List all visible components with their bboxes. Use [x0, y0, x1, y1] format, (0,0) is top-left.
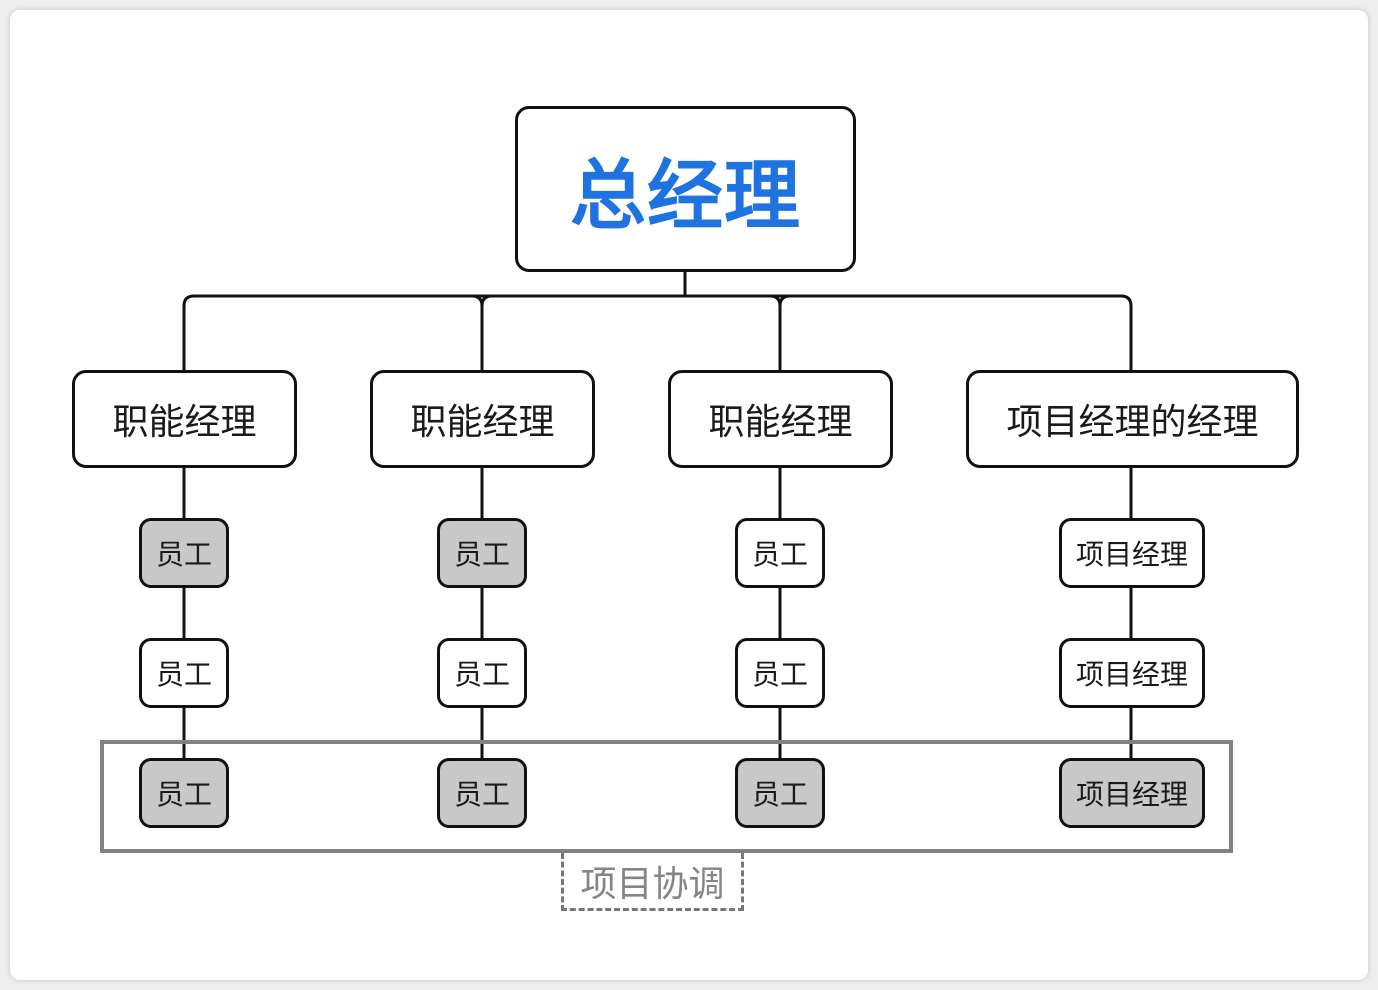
general-manager-node: 总经理: [515, 106, 856, 272]
functional-manager-node-3: 职能经理: [668, 370, 893, 468]
employee-label: 员工: [155, 538, 212, 571]
project-manager-head-node: 项目经理的经理: [966, 370, 1299, 468]
group-label-text: 项目协调: [580, 863, 725, 905]
project-manager-node: 项目经理: [1059, 758, 1205, 828]
employee-label: 员工: [453, 658, 510, 691]
employee-node: 员工: [139, 518, 229, 588]
employee-node: 员工: [437, 518, 527, 588]
employee-node: 员工: [735, 758, 825, 828]
manager-label: 职能经理: [112, 402, 257, 443]
employee-label: 员工: [751, 658, 808, 691]
functional-manager-node-2: 职能经理: [370, 370, 595, 468]
project-manager-label: 项目经理: [1075, 538, 1188, 571]
employee-label: 员工: [751, 778, 808, 811]
employee-node: 员工: [735, 638, 825, 708]
connector-bus: [182, 294, 1133, 370]
employee-node: 员工: [437, 638, 527, 708]
project-manager-label: 项目经理: [1075, 658, 1188, 691]
functional-manager-node-1: 职能经理: [72, 370, 297, 468]
employee-node: 员工: [139, 638, 229, 708]
manager-label: 职能经理: [410, 402, 555, 443]
connector-branch-3: [769, 294, 791, 370]
employee-label: 员工: [155, 778, 212, 811]
project-coordination-label: 项目协调: [561, 853, 744, 911]
project-manager-node: 项目经理: [1059, 518, 1205, 588]
employee-node: 员工: [735, 518, 825, 588]
employee-node: 员工: [139, 758, 229, 828]
manager-label: 职能经理: [708, 402, 853, 443]
general-manager-label: 总经理: [570, 151, 801, 240]
employee-label: 员工: [155, 658, 212, 691]
project-coordination-group: [100, 740, 1233, 853]
manager-label: 项目经理的经理: [1006, 402, 1259, 443]
employee-label: 员工: [453, 778, 510, 811]
project-manager-label: 项目经理: [1075, 778, 1188, 811]
project-manager-node: 项目经理: [1059, 638, 1205, 708]
employee-label: 员工: [453, 538, 510, 571]
employee-node: 员工: [437, 758, 527, 828]
employee-label: 员工: [751, 538, 808, 571]
connector-branch-2: [471, 294, 493, 370]
